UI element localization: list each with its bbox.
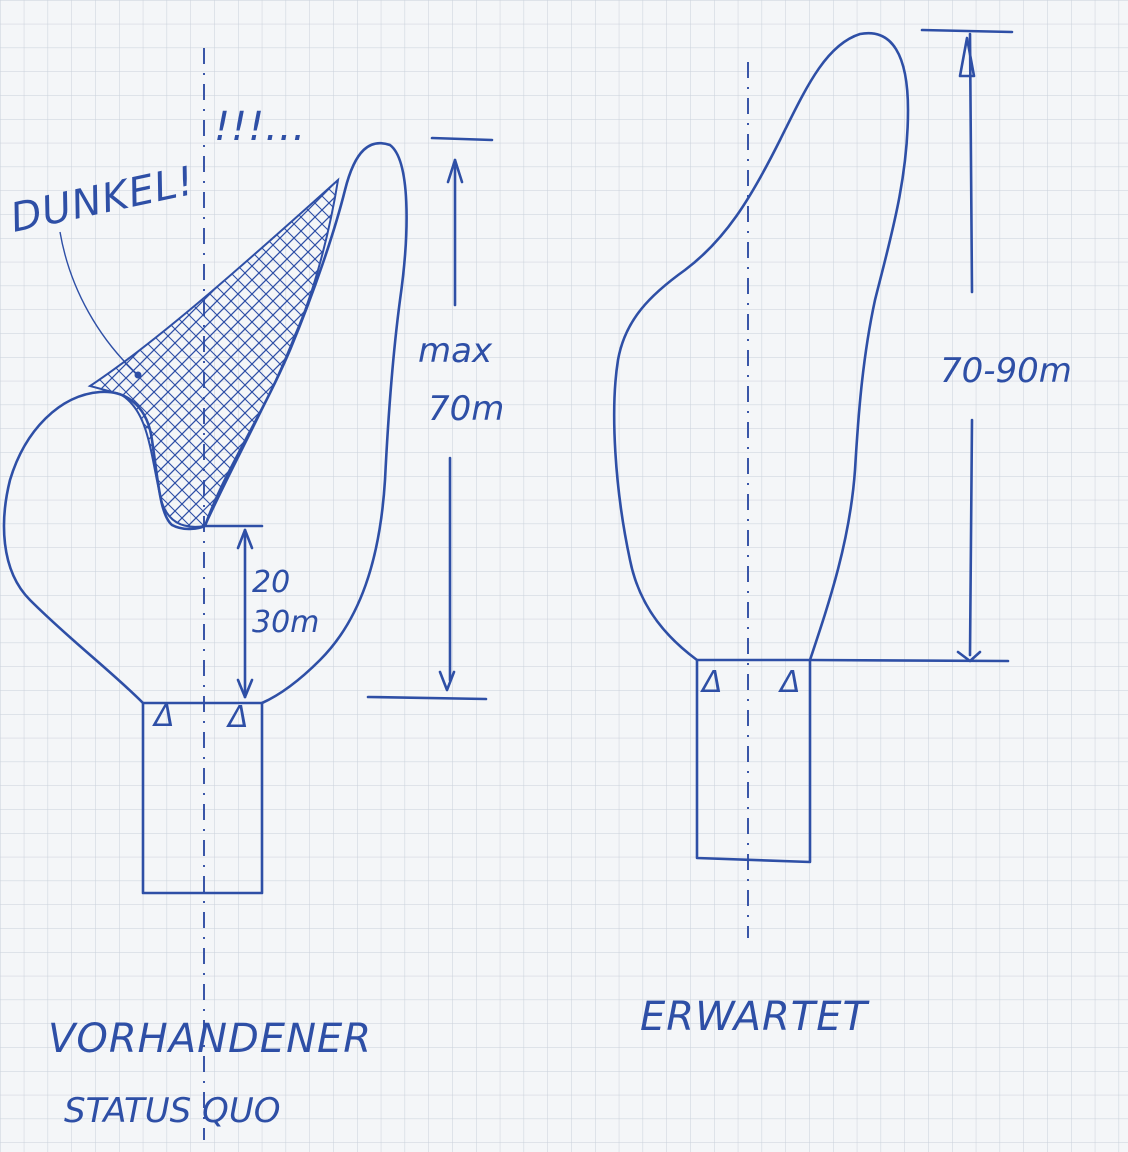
right-dimension-line-lower — [968, 418, 974, 657]
right-marker-2: Δ — [778, 665, 801, 700]
height-left-label: 70m — [428, 389, 504, 429]
right-caption: ERWARTET — [640, 994, 870, 1040]
gap-arrow-top — [236, 528, 254, 550]
height-right-label: 70-90m — [940, 351, 1072, 391]
gap-arrow-bottom — [236, 678, 254, 699]
left-caption-line1: VORHANDENER — [48, 1016, 372, 1062]
right-outline — [612, 31, 910, 662]
max-label: max — [418, 331, 493, 371]
dark-zone — [87, 177, 340, 528]
gap-label-line1: 20 — [252, 565, 290, 600]
right-dimension-arrow-bottom — [956, 650, 982, 663]
left-dimension-arrow-bottom — [438, 670, 456, 692]
left-dimension-arrow-top — [446, 158, 464, 184]
right-dimension-top-tick — [920, 28, 1014, 34]
left-dimension-top-tick — [430, 136, 494, 142]
right-foot — [695, 658, 812, 864]
left-marker-1: Δ — [152, 699, 175, 734]
dunkel-pointer-line — [59, 231, 139, 376]
dunkel-pointer-dot — [134, 371, 142, 379]
gap-label-line2: 30m — [252, 605, 319, 640]
left-foot-rectangle — [141, 701, 264, 895]
right-marker-1: Δ — [700, 665, 723, 700]
right-dimension-arrow-top — [958, 36, 976, 78]
left-caption-line2: STATUS QUO — [64, 1091, 280, 1131]
right-sketch: Δ Δ 70-90m ERWARTET — [612, 28, 1072, 1040]
left-marker-2: Δ — [226, 700, 249, 735]
exclamation-marks: !!!... — [214, 104, 306, 150]
right-dimension-bottom-tick — [808, 658, 1010, 663]
left-dimension-bottom-tick — [366, 695, 488, 701]
